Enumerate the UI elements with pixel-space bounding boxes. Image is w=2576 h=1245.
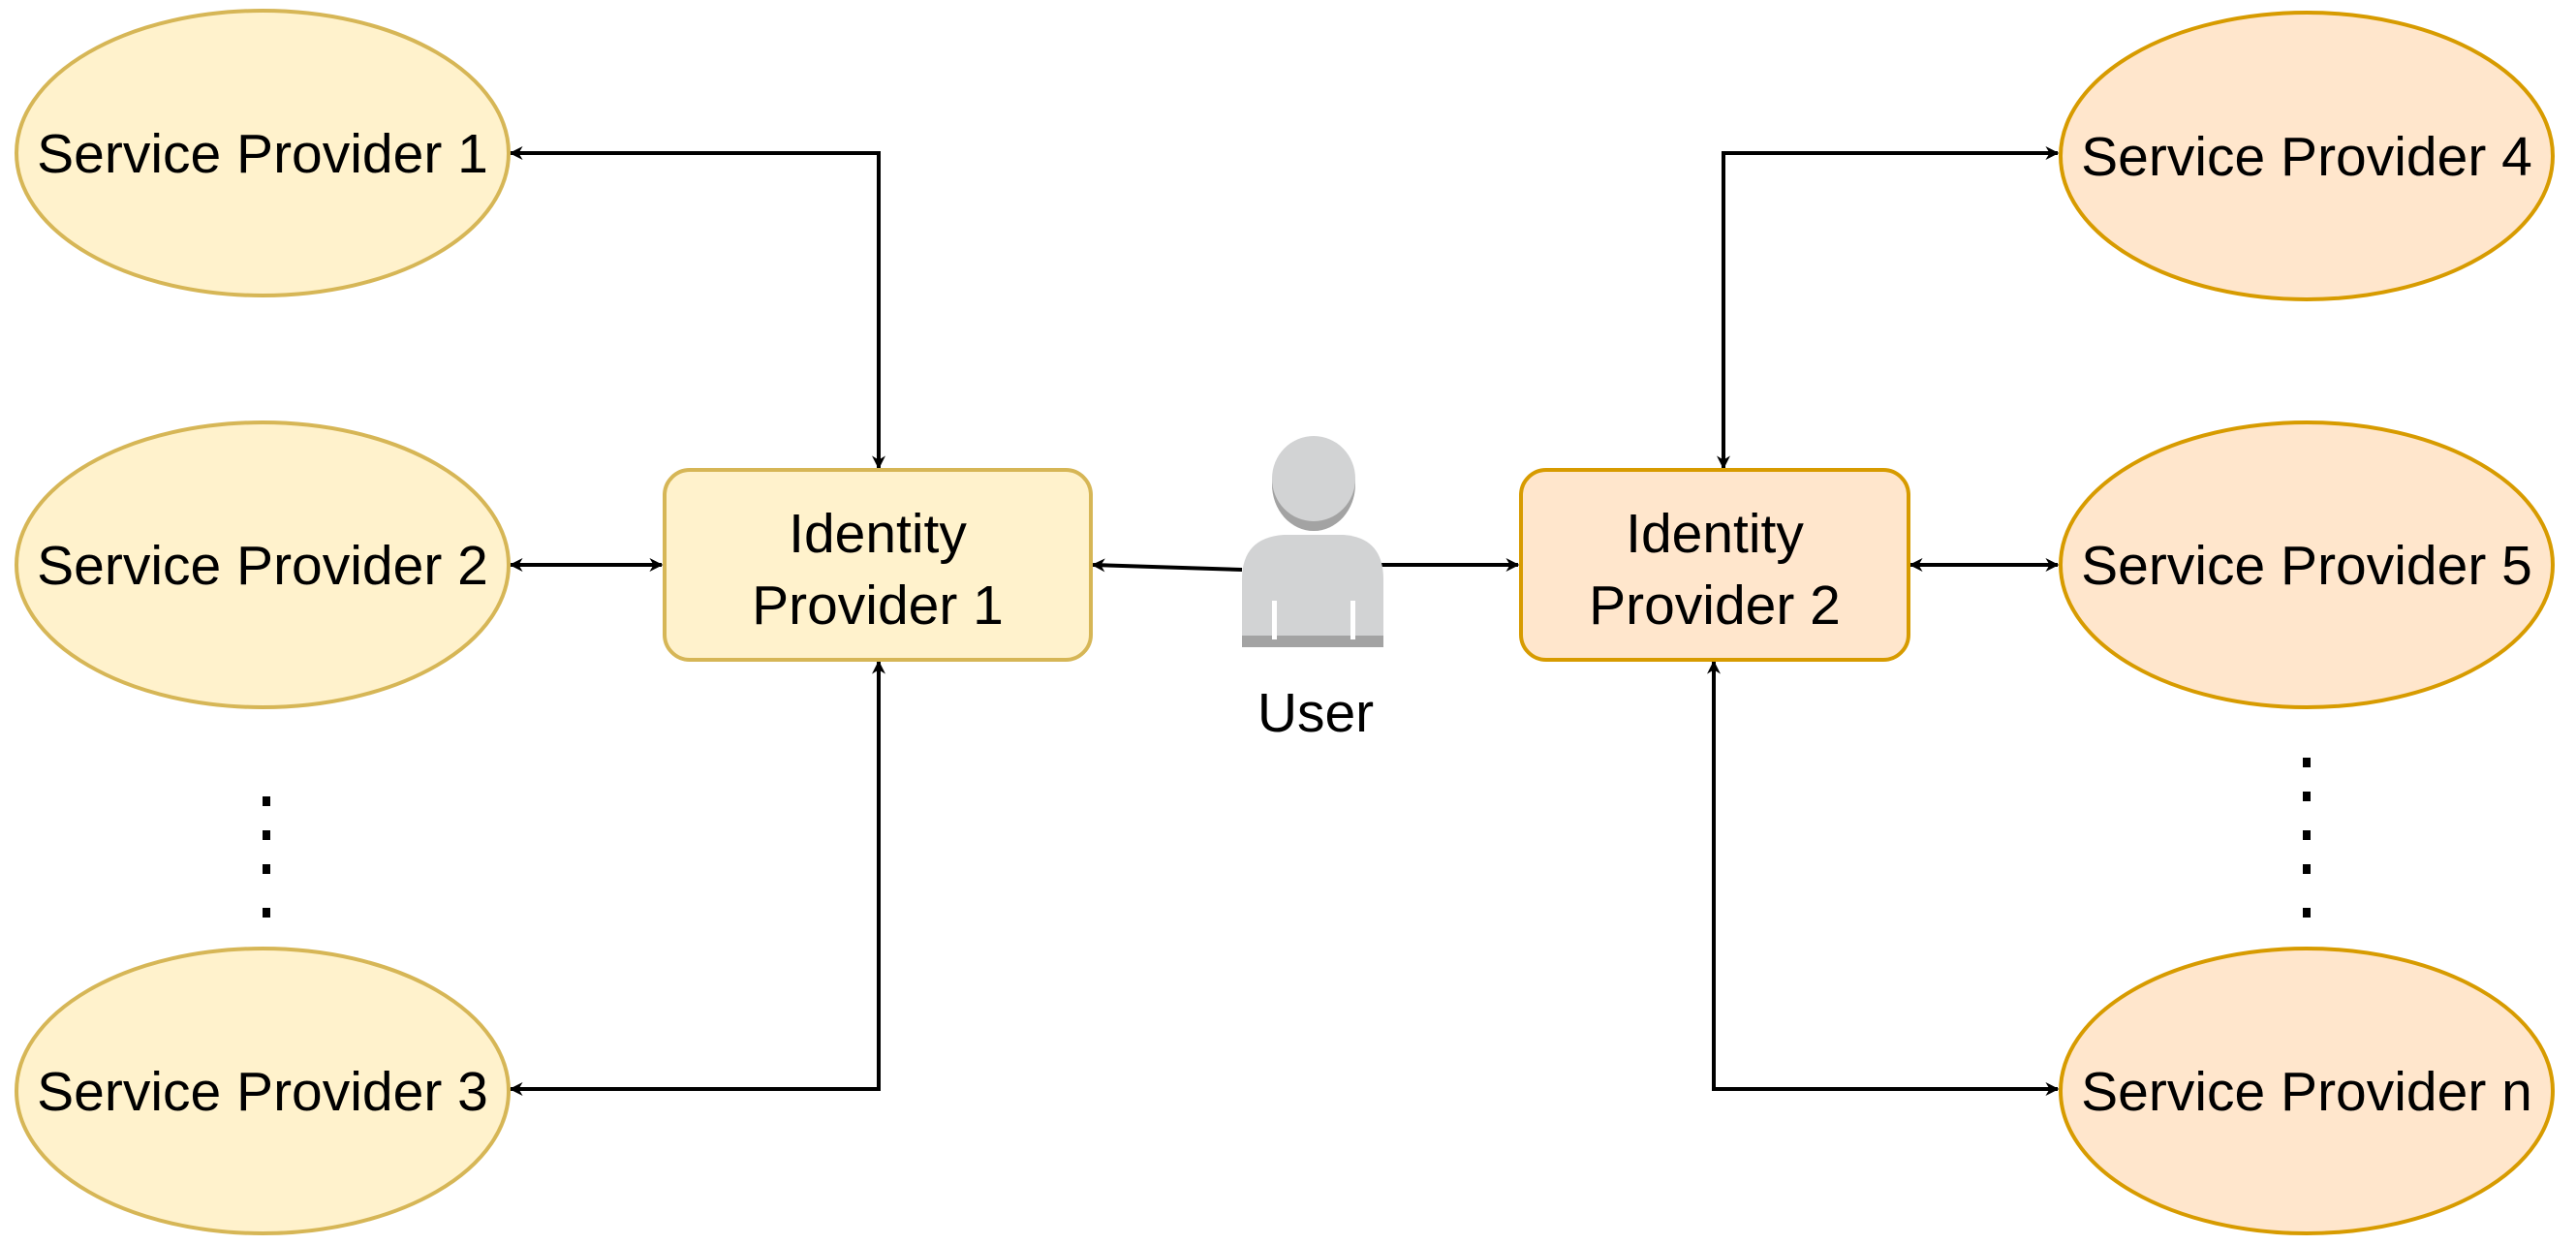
ellipsis-right — [2303, 758, 2311, 918]
service-provider-2-label: Service Provider 2 — [37, 535, 488, 597]
service-provider-5: Service Provider 5 — [2059, 420, 2555, 709]
identity-provider-1: Identity Provider 1 — [663, 468, 1093, 662]
identity-provider-2-label-line2: Provider 2 — [1589, 575, 1841, 637]
user-node: User — [1242, 436, 1383, 744]
identity-provider-1-label-line2: Provider 1 — [752, 575, 1004, 637]
edge-sp1-idp1 — [509, 146, 885, 470]
user-icon — [1242, 436, 1383, 647]
edge-sp4-idp2 — [1717, 146, 2060, 470]
edge-spn-idp2 — [1707, 660, 2060, 1096]
service-provider-1: Service Provider 1 — [15, 9, 511, 297]
service-provider-4-label: Service Provider 4 — [2081, 126, 2532, 188]
identity-provider-2: Identity Provider 2 — [1519, 468, 1910, 662]
edge-user-idp1 — [1091, 558, 1243, 573]
service-provider-3-label: Service Provider 3 — [37, 1061, 488, 1123]
service-provider-4: Service Provider 4 — [2059, 11, 2555, 301]
edge-sp3-idp1 — [509, 660, 885, 1096]
edges — [509, 146, 2060, 1096]
service-provider-3: Service Provider 3 — [15, 947, 511, 1235]
service-provider-5-label: Service Provider 5 — [2081, 535, 2532, 597]
identity-provider-2-label-line1: Identity — [1626, 503, 1804, 565]
identity-provider-1-label-line1: Identity — [789, 503, 967, 565]
service-provider-1-label: Service Provider 1 — [37, 123, 488, 185]
service-provider-n-label: Service Provider n — [2081, 1061, 2532, 1123]
user-label: User — [1257, 682, 1374, 744]
service-provider-n: Service Provider n — [2059, 947, 2555, 1235]
service-provider-2: Service Provider 2 — [15, 420, 511, 709]
ellipsis-left — [263, 796, 270, 918]
